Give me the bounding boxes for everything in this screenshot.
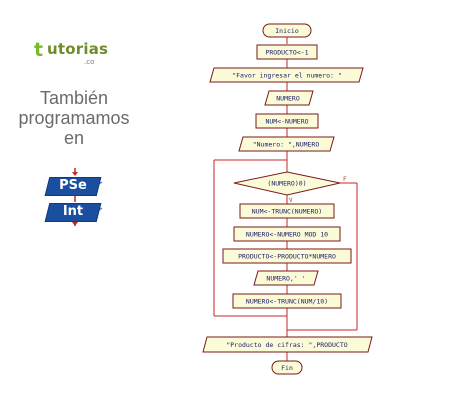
- abs-process: NUM<-NUMERO: [255, 113, 319, 129]
- int-label: Int: [62, 204, 84, 219]
- read-label: NUMERO: [276, 95, 300, 103]
- true-label: V: [289, 197, 293, 204]
- promo-line-2: programamos: [18, 108, 130, 128]
- false-label: F: [343, 176, 347, 183]
- start-label: Inicio: [275, 27, 299, 35]
- promo-line-3: en: [63, 128, 85, 148]
- promo-panel: t utorias .co También programamos en PSe…: [0, 0, 170, 414]
- digit-output: NUMERO,' ': [253, 270, 319, 286]
- mod-label: NUMERO<-NUMERO MOD 10: [246, 231, 328, 239]
- prompt-label: "Favor ingresar el numero: ": [232, 72, 342, 80]
- prompt-output: "Favor ingresar el numero: ": [209, 67, 364, 83]
- start-terminal: Inicio: [262, 23, 312, 38]
- div-label: NUMERO<-TRUNC(NUM/10): [246, 298, 328, 306]
- pseint-pse-badge[interactable]: PSe: [44, 177, 102, 196]
- pseint-int-badge[interactable]: Int: [44, 203, 102, 222]
- init-label: PRODUCTO<-1: [265, 49, 308, 57]
- logo-domain: .co: [84, 58, 95, 66]
- product-label: PRODUCTO<-PRODUCTO*NUMERO: [238, 253, 336, 261]
- pse-label: PSe: [59, 178, 87, 193]
- abs-label: NUM<-NUMERO: [265, 118, 308, 126]
- loop-condition: (NUMERO)0): [233, 171, 341, 196]
- init-process: PRODUCTO<-1: [256, 44, 318, 60]
- product-process: PRODUCTO<-PRODUCTO*NUMERO: [222, 248, 352, 264]
- promo-heading: También programamos en: [0, 88, 148, 148]
- logo-name: utorias: [47, 40, 109, 58]
- trunc-label: NUM<-TRUNC(NUMERO): [252, 208, 322, 216]
- read-input: NUMERO: [264, 90, 314, 106]
- end-label: Fin: [281, 364, 293, 372]
- div-process: NUMERO<-TRUNC(NUM/10): [232, 293, 342, 309]
- echo-label: "Numero: ",NUMERO: [253, 141, 320, 149]
- result-label: "Producto de cifras: ",PRODUCTO: [226, 341, 347, 349]
- trunc-process: NUM<-TRUNC(NUMERO): [239, 203, 335, 219]
- logo-mark: t: [34, 39, 44, 61]
- mod-process: NUMERO<-NUMERO MOD 10: [233, 226, 341, 242]
- echo-output: "Numero: ",NUMERO: [238, 136, 335, 152]
- result-output: "Producto de cifras: ",PRODUCTO: [202, 336, 373, 353]
- digit-label: NUMERO,' ': [266, 275, 305, 283]
- end-terminal: Fin: [271, 360, 303, 375]
- flow-lines: [213, 37, 358, 361]
- condition-label: (NUMERO)0): [267, 180, 306, 188]
- promo-line-1: También: [39, 88, 109, 108]
- tutorias-logo[interactable]: t utorias .co: [34, 37, 124, 71]
